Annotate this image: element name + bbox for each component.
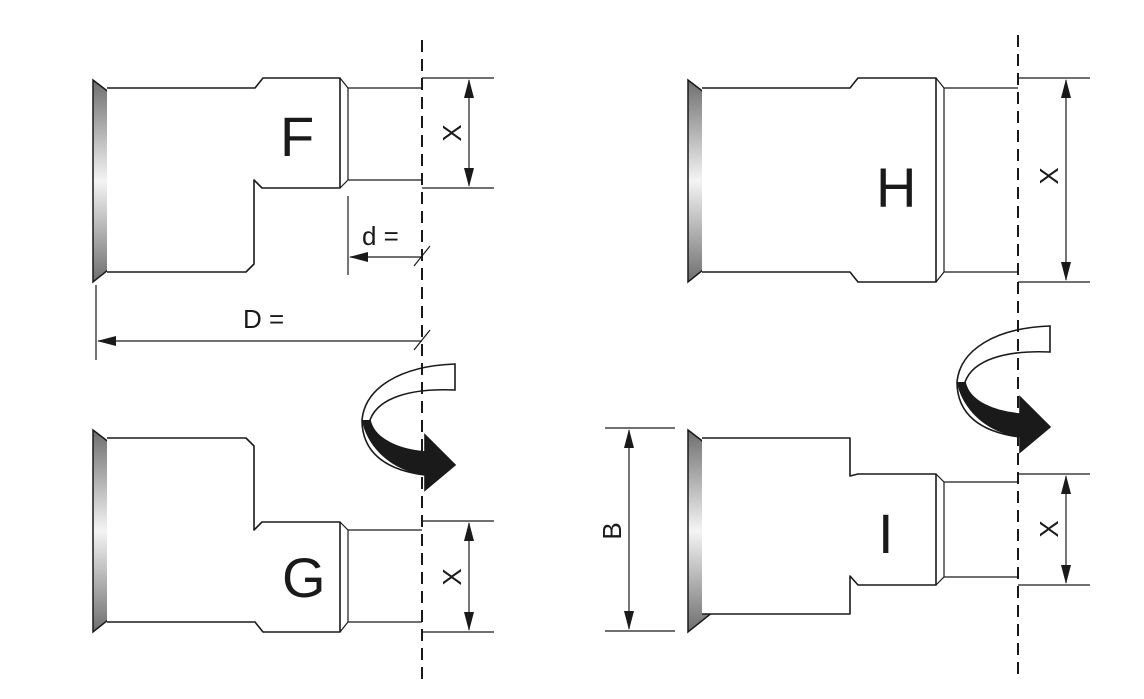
workpiece-outline — [702, 437, 937, 615]
label-f: F — [280, 105, 314, 168]
arrowhead — [1061, 262, 1071, 281]
arrowhead — [97, 336, 116, 346]
arrowhead — [1061, 475, 1071, 494]
rotation-arrow-icon — [361, 363, 457, 492]
arrowhead — [1061, 79, 1071, 98]
rotation-arrow-icon — [956, 325, 1052, 454]
arrowhead — [464, 79, 474, 98]
dim-d-label: d = — [362, 221, 399, 251]
panel-h: H X — [687, 77, 1090, 284]
workpiece-outline — [107, 77, 341, 273]
label-h: H — [876, 156, 916, 219]
dim-x-label: X — [437, 124, 467, 141]
arrowhead — [349, 252, 368, 262]
dim-big-d-label: D = — [243, 304, 284, 334]
panel-i: I X B — [597, 427, 1090, 634]
dim-x-label: X — [437, 568, 467, 585]
dim-b-label: B — [597, 522, 627, 539]
dim-x-label: X — [1034, 520, 1064, 537]
workpiece-outline — [107, 437, 341, 633]
tool-step — [339, 77, 422, 189]
workpiece-outline — [702, 77, 937, 283]
arrowhead — [624, 611, 634, 630]
label-i: I — [878, 502, 894, 565]
arrowhead — [464, 168, 474, 187]
panel-g: G X — [92, 428, 494, 634]
arrowhead — [624, 429, 634, 448]
tool-step — [935, 473, 1018, 586]
dim-x-label: X — [1034, 167, 1064, 184]
arrowhead — [464, 612, 474, 631]
arrowhead — [1061, 565, 1071, 584]
tool-step — [339, 521, 422, 633]
tool-step — [935, 77, 1018, 283]
tick-mark — [413, 329, 431, 351]
panel-f: F X d = D = — [92, 77, 494, 360]
label-g: G — [282, 546, 326, 609]
arrowhead — [464, 522, 474, 541]
